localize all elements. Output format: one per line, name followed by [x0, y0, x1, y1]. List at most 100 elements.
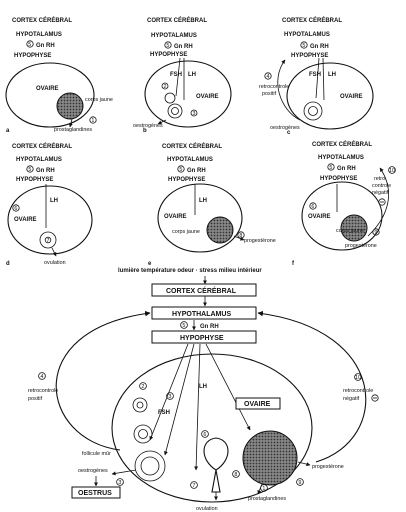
step-3-number: 3 — [168, 394, 171, 400]
follicle-mature — [303, 101, 323, 121]
ovary-outline — [286, 62, 374, 130]
ovaire-box — [235, 397, 281, 410]
ovulation-shape — [203, 437, 229, 493]
oestrus-box-label: OESTRUS — [78, 490, 112, 497]
controle-label: controle — [372, 183, 391, 189]
corps-jaune-label: corps jaune — [172, 229, 200, 235]
prostaglandines-label: prostaglandines — [54, 127, 92, 133]
positif-label: positif — [262, 91, 277, 97]
summary-diagram: lumière température odeur · stress milie… — [28, 268, 379, 512]
negative-feedback-arrow — [257, 310, 367, 463]
step-3-number: 3 — [193, 111, 196, 117]
retro-label: retro — [374, 176, 385, 182]
step-4-number: 4 — [40, 374, 43, 380]
panel-letter-d: d — [6, 261, 10, 267]
hypophyse-box-label: HYPOPHYSE — [180, 335, 224, 342]
negatif-label: négatif — [372, 190, 389, 196]
ovaire-label: OVAIRE — [14, 217, 37, 223]
ovary-outline — [7, 185, 93, 255]
ovaire-label: OVAIRE — [340, 94, 363, 100]
gnrh-label: Gn RH — [36, 43, 55, 49]
step-5-number: 5 — [179, 167, 182, 173]
step-2-number: 2 — [164, 84, 167, 90]
step-7-number: 7 — [47, 238, 50, 244]
ovaire-label: OVAIRE — [196, 94, 219, 100]
panel-d: CORTEX CÉRÉBRAL HYPOTALAMUS 5 Gn RH HYPO… — [6, 142, 93, 267]
ovulation-label: ovulation — [196, 506, 218, 512]
step-3-number-b: 3 — [118, 480, 121, 486]
gnrh-label: Gn RH — [337, 166, 356, 172]
positif-label: positif — [28, 396, 43, 402]
follicle-secondary — [133, 424, 153, 444]
step-4-number: 4 — [266, 74, 269, 80]
step-6-number: 6 — [14, 206, 17, 212]
hypophyse-label: HYPOPHYSE — [168, 177, 205, 183]
hypothalamus-label: HYPOTALAMUS — [16, 157, 62, 163]
cortex-box — [151, 283, 257, 297]
ovaire-box-label: OVAIRE — [244, 401, 271, 408]
panel-c: CORTEX CÉRÉBRAL HYPOTALAMUS 5 Gn RH HYPO… — [259, 16, 374, 136]
panel-e: CORTEX CÉRÉBRAL HYPOTALAMUS 5 Gn RH HYPO… — [148, 142, 276, 267]
ovulating-follicle — [39, 231, 57, 249]
gnrh-label: Gn RH — [187, 168, 206, 174]
gnrh-label: Gn RH — [174, 44, 193, 50]
step-2-number: 2 — [141, 384, 144, 390]
environmental-factors: lumière température odeur · stress milie… — [118, 268, 262, 274]
ovulation-label: ovulation — [44, 260, 66, 266]
ovaire-label: OVAIRE — [164, 214, 187, 220]
cortex-box-label: CORTEX CÉRÉBRAL — [166, 286, 237, 295]
step-1-number: 1 — [91, 118, 94, 124]
cortex-label: CORTEX CÉRÉBRAL — [162, 142, 222, 150]
corps-jaune-label: corps jaune — [85, 97, 113, 103]
step-9-number: 9 — [298, 480, 301, 486]
lh-label: LH — [328, 72, 336, 78]
panel-letter-b: b — [143, 128, 147, 134]
step-5-number: 5 — [166, 43, 169, 49]
retrocontrole-positif-label: retrocontrole — [28, 388, 58, 394]
hypothalamus-label: HYPOTALAMUS — [318, 155, 364, 161]
corps-jaune-label: corps jaune — [336, 228, 364, 234]
ovaire-label: OVAIRE — [308, 214, 331, 220]
ovary-outline — [301, 181, 383, 251]
cortex-label: CORTEX CÉRÉBRAL — [12, 16, 72, 24]
retrocontrole-negatif-label: retrocontrole — [343, 388, 373, 394]
step-10-number: 10 — [389, 168, 395, 174]
lh-label: LH — [50, 198, 58, 204]
corps-jaune-shape — [206, 216, 234, 244]
panel-letter-f: f — [292, 261, 295, 267]
step-7-number: 7 — [192, 483, 195, 489]
gnrh-label: Gn RH — [200, 324, 219, 330]
fsh-label: FSH — [309, 72, 321, 78]
lh-label: LH — [199, 198, 207, 204]
oestrogenes-label: oestrogènes — [78, 468, 108, 474]
oestrogenes-label: oestrogènes — [133, 123, 163, 129]
cortex-label: CORTEX CÉRÉBRAL — [282, 16, 342, 24]
hypothalamus-label: HYPOTALAMUS — [284, 32, 330, 38]
panel-letter-a: a — [6, 128, 10, 134]
step-9-number: 9 — [374, 230, 377, 236]
follicle-growing — [167, 103, 183, 119]
cortex-label: CORTEX CÉRÉBRAL — [12, 142, 72, 150]
step-5-number: 5 — [28, 42, 31, 48]
step-8-number: 8 — [234, 472, 237, 478]
lh-label: LH — [199, 384, 207, 390]
ovary-outline — [5, 62, 95, 128]
corps-jaune-large — [242, 430, 298, 486]
corps-jaune-shape — [56, 92, 84, 120]
step-5-number: 5 — [302, 43, 305, 49]
corps-jaune-shape — [340, 214, 368, 242]
step-10-number: 10 — [355, 375, 361, 381]
ovary-outline — [144, 60, 232, 128]
step-1-marker — [89, 116, 97, 124]
hypothalamus-box-label: HYPOTHALAMUS — [172, 311, 231, 318]
hypophyse-label: HYPOPHYSE — [150, 52, 187, 58]
fsh-label: FSH — [170, 72, 182, 78]
step-5-number: 5 — [329, 165, 332, 171]
positive-feedback-arrow — [55, 310, 151, 451]
hypophyse-label: HYPOPHYSE — [16, 177, 53, 183]
minus-sign-icon — [371, 394, 379, 402]
panel-b: CORTEX CÉRÉBRAL HYPOTALAMUS 5 Gn RH HYPO… — [133, 16, 232, 134]
hypophyse-label: HYPOPHYSE — [14, 53, 51, 59]
step-6-number: 6 — [311, 204, 314, 210]
